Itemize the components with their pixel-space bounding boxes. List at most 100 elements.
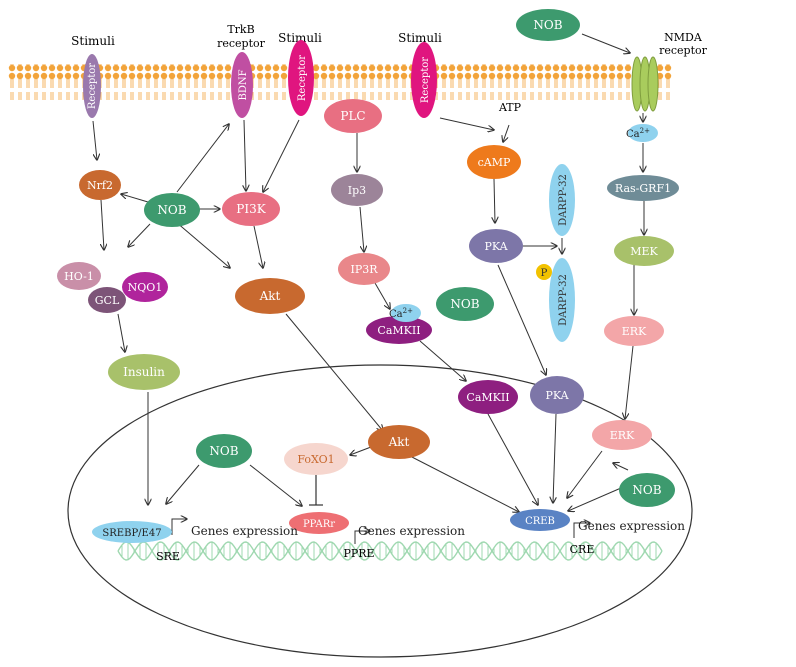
insulin-node: [108, 354, 180, 390]
receptor-left: [83, 54, 101, 118]
arrow-nob-to-ppar: [249, 464, 302, 506]
stimuli-label-left: Stimuli: [71, 34, 115, 48]
gene-expression-arrows: [171, 519, 590, 544]
ip3-label: Ip3: [348, 184, 366, 197]
cre-label: CRE: [570, 543, 595, 556]
pka-nuc-node: [530, 376, 584, 414]
mek-node: [614, 236, 674, 266]
arrow-pi3k-to-akt: [253, 225, 263, 268]
stimuli-label-right: Stimuli: [398, 31, 442, 45]
ip3r-label: IP3R: [350, 263, 378, 276]
nqo1-label: NQO1: [128, 281, 163, 294]
nmda-label: NMDA: [664, 31, 703, 44]
camkii-cyto-node: [366, 316, 432, 344]
genes-expression-cre: Genes expression: [578, 519, 685, 533]
arrow-pka-nuc-to-creb: [553, 413, 556, 503]
foxo1-node: [284, 443, 348, 475]
camkii-cyto-label: CaMKII: [377, 324, 420, 337]
nqo1-node: [122, 272, 168, 302]
arrow-nob-to-erk-nuc: [613, 463, 629, 471]
nob-top-node: [516, 9, 580, 41]
srebp-node: [92, 521, 172, 543]
stimuli-label-middle: Stimuli: [278, 31, 322, 45]
arrow-nrf2-to-ho1: [101, 199, 104, 250]
ho1-node: [57, 262, 101, 290]
arrow-receptor-to-atp: [439, 117, 494, 130]
darpp32-node: [549, 164, 575, 236]
arrow-nob-to-creb: [568, 487, 622, 511]
arrow-akt-nuc-to-foxo1: [350, 446, 372, 455]
arrow-ip3-to-ip3r: [359, 206, 364, 252]
foxo1-label: FoXO1: [297, 453, 334, 466]
pka-cyto-label: PKA: [484, 240, 508, 253]
receptor-right: [411, 42, 437, 118]
arrow-bdnf-to-pi3k: [244, 119, 246, 191]
arrow-nob-to-nmda: [581, 33, 630, 53]
pka-cyto-node: [469, 229, 523, 263]
receptor-bdnf: [231, 52, 253, 118]
ras-grf1-label: Ras-GRF1: [615, 182, 671, 195]
ca-mid-node: [391, 304, 421, 322]
nmda-receptor: [631, 56, 659, 112]
mek-label: MEK: [630, 245, 658, 258]
akt-nuc-node: [368, 425, 430, 459]
ca-nmda-label: Ca: [626, 129, 640, 140]
arrow-erk-nuc-to-creb: [567, 450, 603, 498]
cell-membrane: [8, 64, 672, 100]
arrow-receptor-to-pi3k: [263, 119, 300, 192]
trkb-receptor-label: receptor: [217, 37, 266, 50]
akt-cyto-label: Akt: [259, 289, 281, 303]
camp-node: [467, 145, 521, 179]
pka-nuc-label: PKA: [545, 389, 569, 402]
nob-left-node: [144, 193, 200, 227]
arrow-akt-nuc-to-creb: [407, 454, 519, 512]
arrow-camkii-nuc-to-creb: [487, 413, 538, 505]
nob-top-label: NOB: [533, 18, 562, 32]
arrow-nob-to-akt: [175, 221, 230, 268]
pi3k-node: [222, 192, 280, 226]
darpp32-p-node: [549, 258, 575, 342]
ca-nmda-node: [628, 124, 658, 142]
receptor-middle-label: Receptor: [297, 55, 308, 101]
arrow-akt-to-akt-nuc: [285, 313, 383, 431]
ppar-node: [289, 512, 349, 534]
ca-mid-label: Ca: [389, 309, 403, 320]
arrow-erk-to-erk-nuc: [625, 345, 634, 419]
darpp32-p-label: DARPP-32: [558, 274, 569, 326]
ip3r-node: [338, 253, 390, 285]
pi3k-label: PI3K: [236, 202, 266, 216]
pathway-arrows: [92, 33, 644, 512]
nob-nuc-left-label: NOB: [209, 444, 238, 458]
trkb-label: TrkB: [227, 23, 254, 36]
creb-label: CREB: [525, 516, 555, 527]
nrf2-label: Nrf2: [87, 179, 113, 192]
camp-label: cAMP: [478, 156, 511, 169]
dna-helix: [117, 541, 663, 561]
arrow-ip3r-to-ca: [374, 282, 390, 309]
arrow-camkii-to-camkii-nuc: [419, 340, 466, 381]
ip3-node: [331, 174, 383, 206]
arrow-nob-to-bdnf: [176, 124, 229, 193]
receptor-left-label: Receptor: [87, 63, 98, 109]
sre-label: SRE: [156, 550, 180, 563]
nob-mid-node: [436, 287, 494, 321]
receptor-bdnf-label: BDNF: [238, 69, 249, 100]
insulin-label: Insulin: [123, 365, 165, 379]
arrow-gcl-to-insulin: [117, 313, 125, 352]
nob-left-label: NOB: [157, 203, 186, 217]
arrow-nob-to-nrf2: [121, 194, 149, 203]
inhibition-foxo1-ppar: [309, 475, 323, 506]
phospho-badge: [536, 264, 552, 280]
genes-expression-sre: Genes expression: [191, 524, 298, 538]
ca-nmda-text: Ca2+: [626, 127, 650, 140]
creb-node: [510, 509, 570, 531]
arrow-pka-to-pka-nuc: [497, 264, 546, 375]
akt-nuc-label: Akt: [388, 435, 410, 449]
nob-nuc-right-node: [619, 473, 675, 507]
arrow-camp-to-pka: [494, 178, 495, 223]
nrf2-node: [79, 170, 121, 200]
nob-mid-label: NOB: [450, 297, 479, 311]
dna-strand: [117, 541, 663, 561]
ca-nmda-superscript: 2+: [640, 127, 650, 135]
